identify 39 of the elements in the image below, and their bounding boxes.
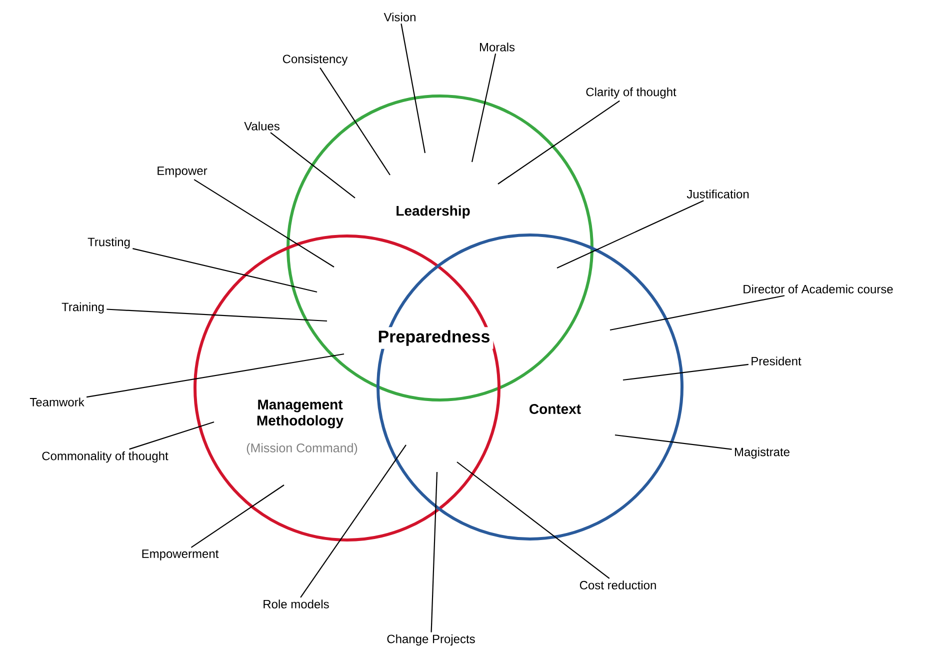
leader-line xyxy=(300,444,406,598)
leader-line xyxy=(471,53,496,162)
leader-label: Empowerment xyxy=(142,550,219,560)
leader-line xyxy=(129,421,214,450)
leader-label: Morals xyxy=(480,42,515,52)
leader-label: Vision xyxy=(384,12,416,22)
circle-subtitle: (Mission Command) xyxy=(246,443,358,455)
circle-label: Management Methodology xyxy=(257,400,344,428)
leader-line xyxy=(622,364,749,381)
leader-label: Values xyxy=(244,122,280,130)
leader-label: Teamwork xyxy=(30,398,84,406)
leader-line xyxy=(610,295,785,331)
leader-label: Role models xyxy=(264,600,329,608)
leader-line xyxy=(320,67,390,176)
leader-label: Trusting xyxy=(88,237,130,249)
leader-label: Justification xyxy=(686,190,749,198)
leader-label: Training xyxy=(62,302,104,314)
leader-label: Commonality of thought xyxy=(42,451,168,463)
leader-line xyxy=(456,462,610,579)
leader-label: Empower xyxy=(158,166,208,178)
leader-label: President xyxy=(752,356,802,366)
leader-line xyxy=(132,248,318,293)
leader-line xyxy=(498,100,620,184)
leader-line xyxy=(106,308,328,322)
leader-label: Consistency xyxy=(282,54,348,66)
center-label: Preparedness xyxy=(374,327,494,349)
circle-label: Leadership xyxy=(396,205,470,219)
leader-line xyxy=(270,132,356,198)
leader-line xyxy=(86,353,344,398)
leader-label: Director of Academic course xyxy=(744,284,893,294)
circle-label: Context xyxy=(530,404,581,414)
leader-line xyxy=(614,434,732,450)
leader-line xyxy=(190,484,284,548)
leader-line xyxy=(400,24,426,154)
leader-label: Change Projects xyxy=(387,634,475,646)
leader-label: Clarity of thought xyxy=(586,87,676,99)
leader-line xyxy=(194,179,334,268)
leader-label: Cost reduction xyxy=(580,580,656,590)
leader-label: Magistrate xyxy=(734,447,790,459)
